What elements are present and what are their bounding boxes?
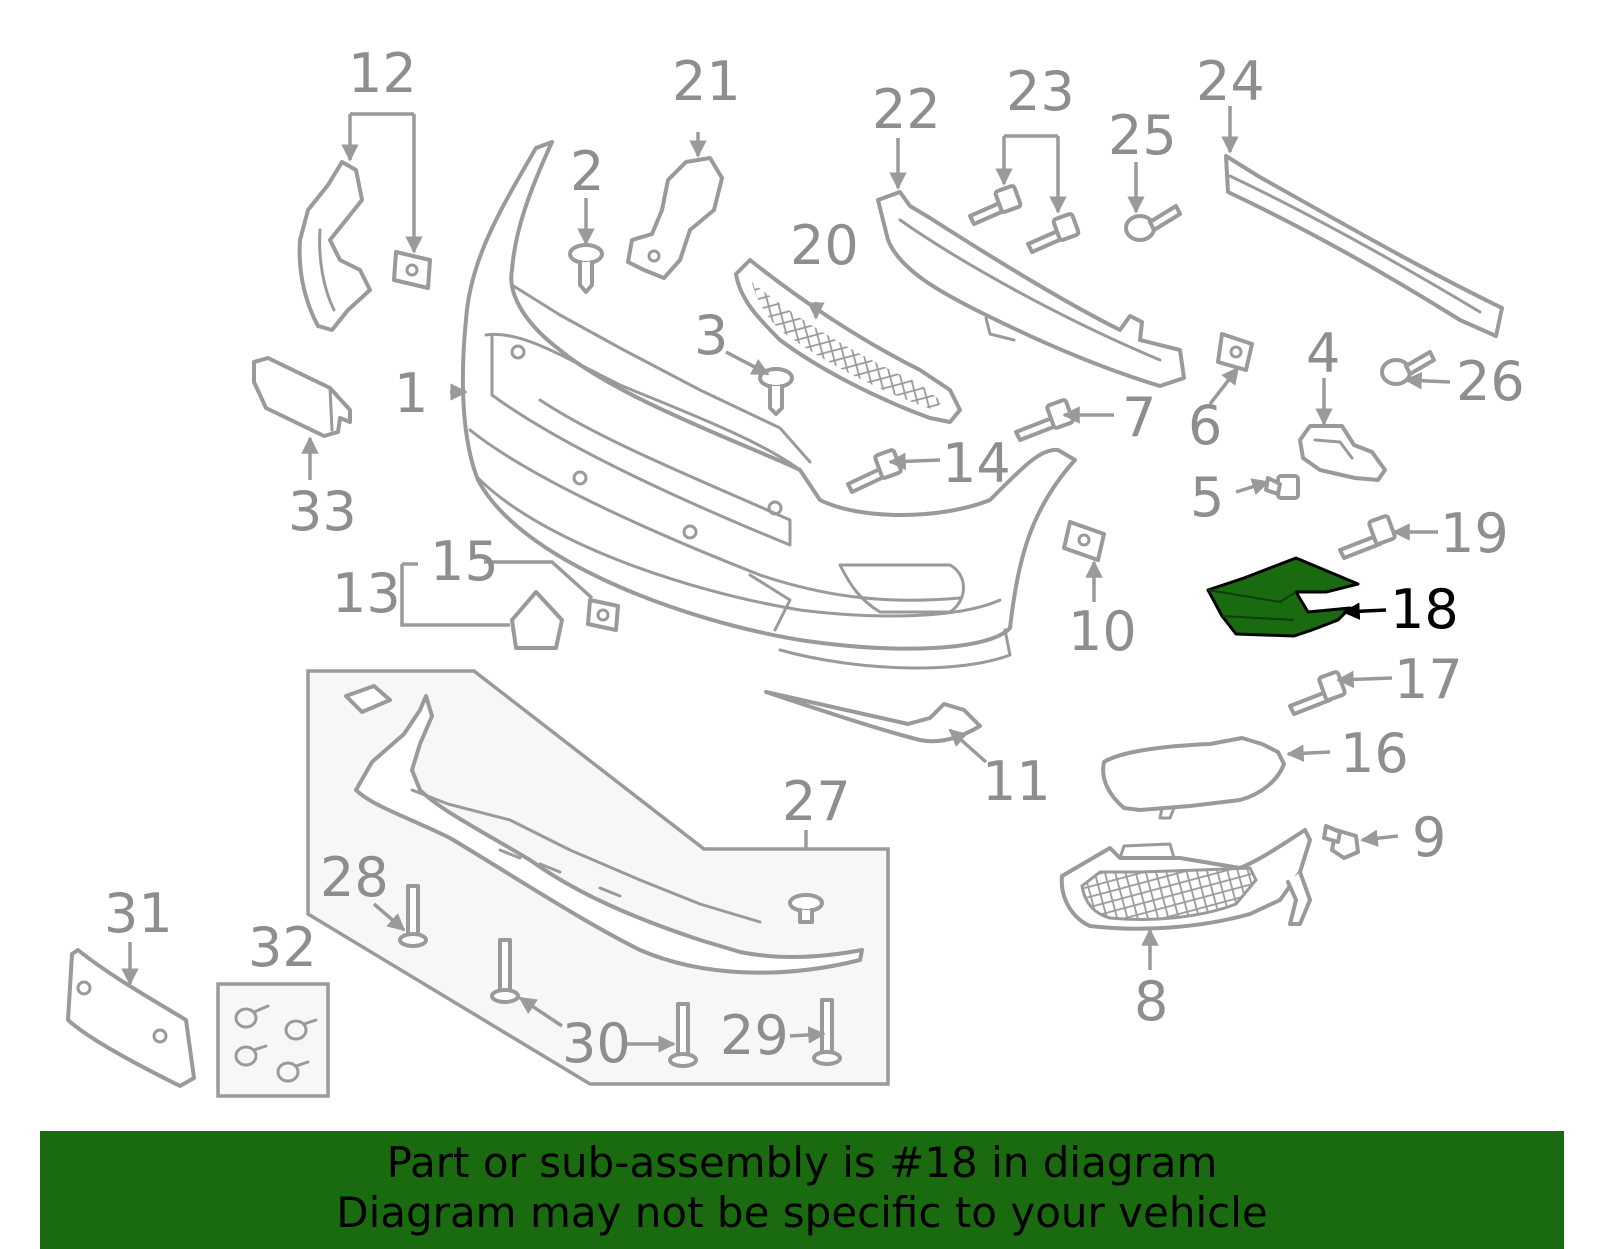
label-4: 4 — [1306, 322, 1340, 385]
label-19: 19 — [1440, 502, 1509, 565]
label-26: 26 — [1456, 350, 1525, 413]
license-bracket[interactable] — [66, 948, 196, 1088]
push-pin-2[interactable] — [568, 243, 604, 294]
lamp-bezel[interactable] — [1101, 736, 1286, 820]
energy-absorber[interactable] — [876, 190, 1186, 388]
label-3: 3 — [694, 304, 728, 367]
bolt-kit-box — [216, 982, 330, 1098]
lower-grille[interactable] — [1059, 828, 1312, 931]
clip-6[interactable] — [1216, 332, 1254, 372]
label-18: 18 — [1390, 578, 1459, 641]
banner-line-1: Part or sub-assembly is #18 in diagram — [386, 1138, 1218, 1187]
clip-10[interactable] — [1062, 520, 1106, 562]
bracket-12[interactable] — [297, 160, 372, 332]
sensor-module[interactable] — [252, 356, 352, 438]
bolt-19[interactable] — [1338, 514, 1397, 560]
trim-strip[interactable] — [764, 690, 982, 744]
stud-28[interactable] — [398, 884, 428, 948]
bumper-cover[interactable] — [460, 140, 1077, 670]
label-6: 6 — [1188, 394, 1222, 457]
label-2: 2 — [570, 140, 604, 203]
label-25: 25 — [1108, 104, 1177, 167]
banner-line-2: Diagram may not be specific to your vehi… — [336, 1188, 1268, 1237]
label-30: 30 — [562, 1012, 631, 1075]
bolt-kit[interactable] — [234, 1004, 318, 1083]
push-pin-3[interactable] — [758, 367, 794, 416]
label-14: 14 — [942, 432, 1011, 495]
bracket-21[interactable] — [626, 156, 724, 280]
bolt-17[interactable] — [1288, 670, 1347, 716]
bracket-4[interactable] — [1298, 424, 1387, 482]
label-24: 24 — [1196, 50, 1265, 113]
label-32: 32 — [248, 916, 317, 979]
label-23: 23 — [1006, 60, 1075, 123]
nut-15[interactable] — [586, 598, 620, 632]
info-banner: Part or sub-assembly is #18 in diagram D… — [40, 1131, 1564, 1249]
air-deflector[interactable] — [354, 694, 864, 975]
label-5: 5 — [1190, 466, 1224, 529]
clip-27-top[interactable] — [344, 684, 392, 714]
label-22: 22 — [872, 78, 941, 141]
leader-lines — [121, 106, 1451, 1053]
bolt-14[interactable] — [846, 448, 903, 494]
label-31: 31 — [104, 882, 173, 945]
label-10: 10 — [1068, 600, 1137, 663]
label-13: 13 — [332, 562, 401, 625]
bolts-23[interactable] — [968, 184, 1081, 254]
stud-30-a[interactable] — [490, 938, 520, 1004]
label-21: 21 — [672, 50, 741, 113]
label-12: 12 — [348, 42, 417, 105]
label-33: 33 — [288, 480, 357, 543]
stud-30-b[interactable] — [668, 1002, 698, 1068]
label-16: 16 — [1340, 722, 1409, 785]
bolt-5[interactable] — [1264, 474, 1300, 500]
bolt-9[interactable] — [1322, 824, 1360, 860]
highlighted-part-18[interactable] — [1206, 556, 1360, 638]
label-29: 29 — [720, 1004, 789, 1067]
label-28: 28 — [320, 846, 389, 909]
label-15: 15 — [430, 530, 499, 593]
nut-12[interactable] — [392, 250, 432, 290]
bracket-13[interactable] — [510, 590, 564, 650]
label-8: 8 — [1134, 970, 1168, 1033]
label-27: 27 — [782, 770, 851, 833]
label-17: 17 — [1394, 648, 1463, 711]
label-20: 20 — [790, 214, 859, 277]
deflector-kit-box — [306, 669, 890, 1086]
label-1: 1 — [394, 362, 428, 425]
label-7: 7 — [1122, 386, 1156, 449]
bolt-7[interactable] — [1014, 398, 1075, 442]
callout-numbers: 12 21 22 23 24 25 2 20 3 1 4 26 6 7 14 3… — [104, 42, 1525, 1075]
pin-27[interactable] — [788, 893, 824, 924]
reinforcement-bar[interactable] — [1224, 154, 1504, 338]
nut-25[interactable] — [1124, 204, 1182, 242]
label-11: 11 — [982, 750, 1051, 813]
label-9: 9 — [1412, 806, 1446, 869]
